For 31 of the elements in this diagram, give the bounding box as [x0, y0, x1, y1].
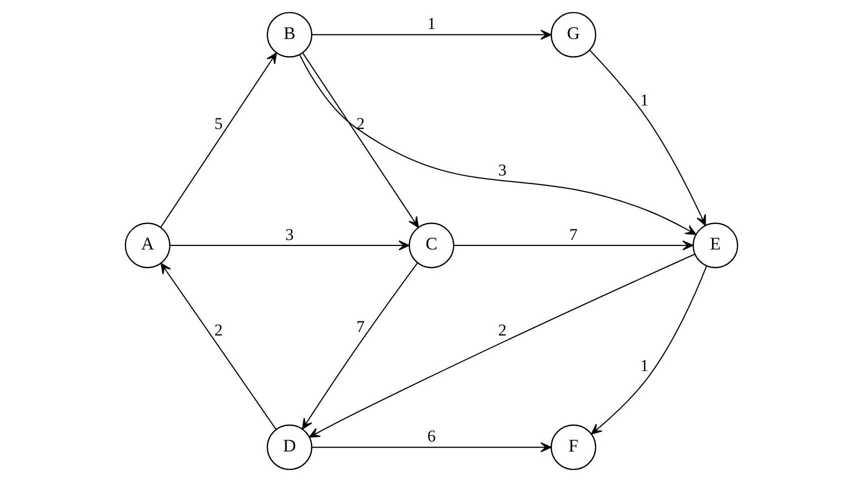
edge-label: 2 — [498, 320, 506, 340]
node-circle: G — [550, 12, 596, 58]
arrow — [169, 240, 410, 250]
arrow — [301, 262, 418, 430]
arrow — [298, 54, 696, 235]
edge-label: 2 — [356, 114, 364, 133]
arrow — [311, 442, 551, 452]
node-circle: E — [692, 222, 738, 268]
edge-label: 2 — [214, 320, 222, 340]
arrow — [308, 254, 694, 438]
edge-label: 5 — [214, 114, 222, 133]
edge-label: 1 — [426, 14, 436, 34]
arrow — [160, 262, 276, 430]
edge-label: 3 — [498, 160, 506, 180]
edge-label: 6 — [426, 426, 436, 446]
edge-label: 1 — [640, 90, 648, 110]
edge-label: 1 — [640, 356, 648, 375]
arrow — [311, 30, 551, 40]
arrow — [453, 240, 693, 250]
edge-label: 7 — [356, 316, 364, 336]
node-circle: C — [408, 222, 454, 268]
arrow — [302, 52, 418, 228]
node-circle: A — [124, 222, 170, 268]
node-circle: F — [550, 424, 596, 470]
arrow — [588, 50, 706, 226]
arrow — [590, 266, 707, 435]
edge-label: 7 — [568, 224, 578, 244]
node-circle: B — [266, 12, 312, 58]
arrow — [160, 52, 276, 228]
edge-label: 3 — [284, 224, 294, 244]
node-circle: D — [266, 424, 312, 470]
